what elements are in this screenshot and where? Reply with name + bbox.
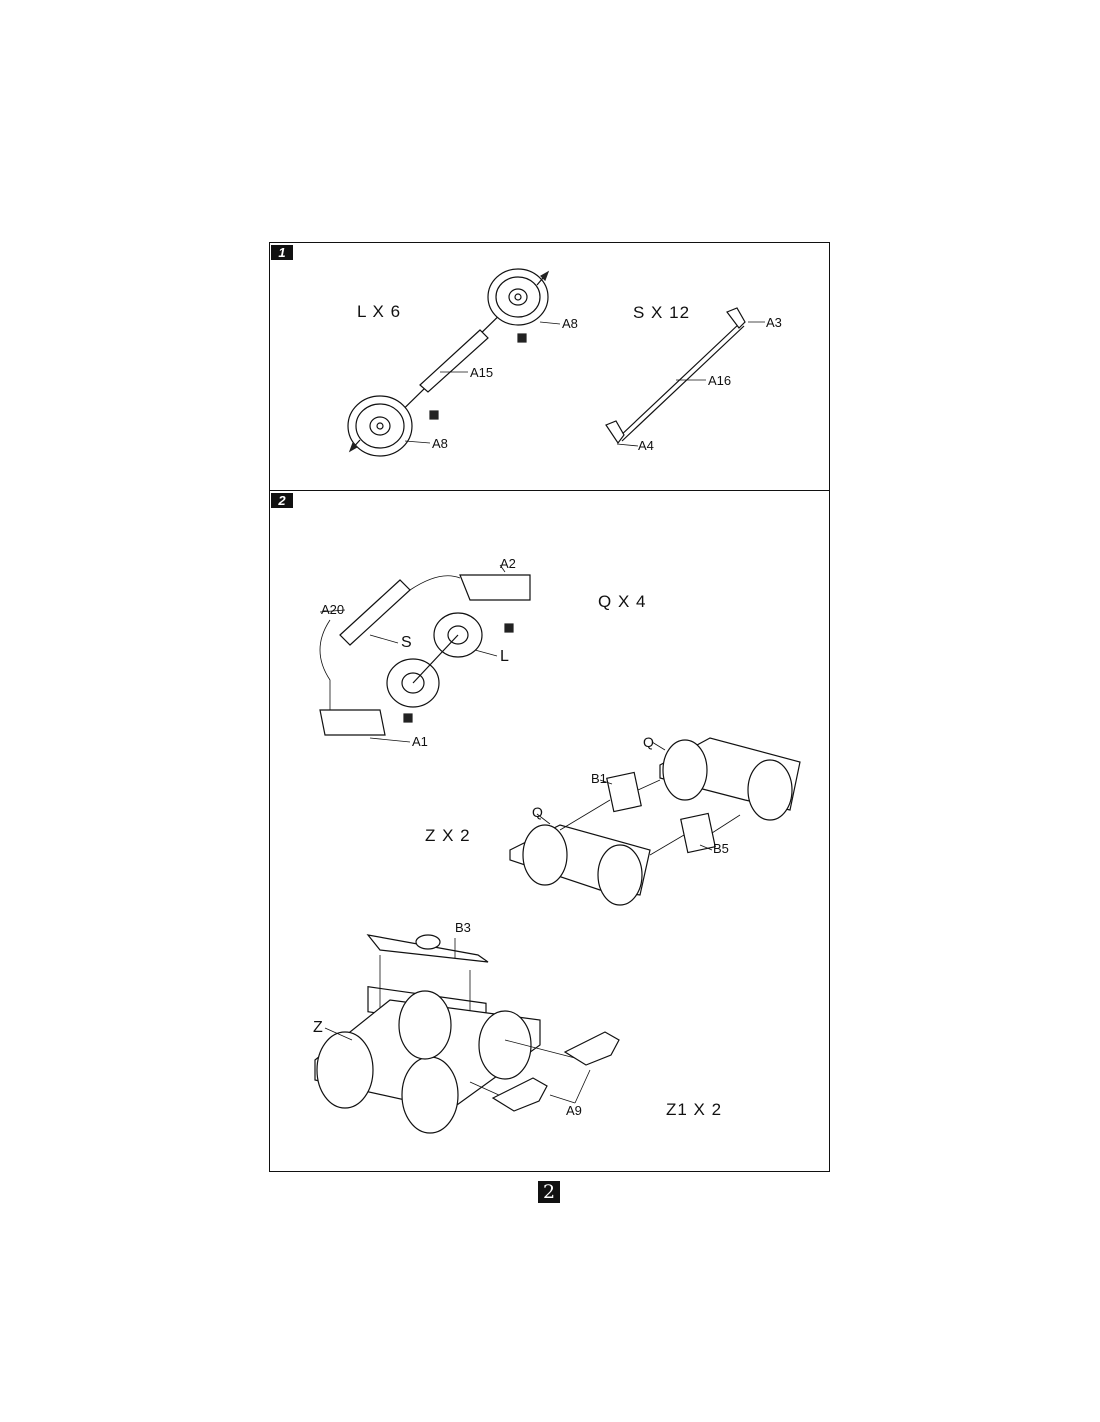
part-label-a8-bottom: A8 [432,436,448,451]
superglue-icon [429,410,439,420]
spring-quantity: S X 12 [633,303,691,322]
step-2-badge: 2 [271,493,293,508]
frame-exploded-diagram [319,564,531,743]
part-label-b5: B5 [713,841,729,856]
part-label-q-left: Q [532,804,543,820]
part-label-b1: B1 [591,771,607,786]
part-label-s: S [401,634,412,651]
part-label-a2: A2 [500,556,516,571]
part-label-a3: A3 [766,315,782,330]
bogie-quantity: Z X 2 [425,826,471,845]
step-1-badge: 1 [271,245,293,260]
part-label-a20: A20 [321,602,345,617]
part-label-q-top: Q [643,734,654,750]
superglue-icon [504,623,514,633]
step-divider [269,490,830,491]
page-number: 2 [538,1181,560,1203]
superglue-icon [517,333,527,343]
spring-rod-diagram [605,307,765,447]
truck-assembly-diagram [314,934,620,1134]
part-label-b3: B3 [455,920,471,935]
frame-quantity: Q X 4 [598,592,647,611]
bogie-halves-diagram [509,737,801,906]
part-label-a9: A9 [566,1103,582,1118]
wheelset-quantity: L X 6 [357,302,402,321]
instruction-frame [269,242,830,1172]
part-label-a1: A1 [412,734,428,749]
part-label-a16: A16 [708,373,732,388]
part-label-a8-top: A8 [562,316,578,331]
part-label-l: L [500,648,509,665]
part-label-z: Z [313,1019,323,1036]
wheelset-diagram [347,268,561,457]
truck-quantity: Z1 X 2 [666,1100,723,1119]
part-label-a15: A15 [470,365,494,380]
superglue-icon [403,713,413,723]
part-label-a4: A4 [638,438,654,453]
